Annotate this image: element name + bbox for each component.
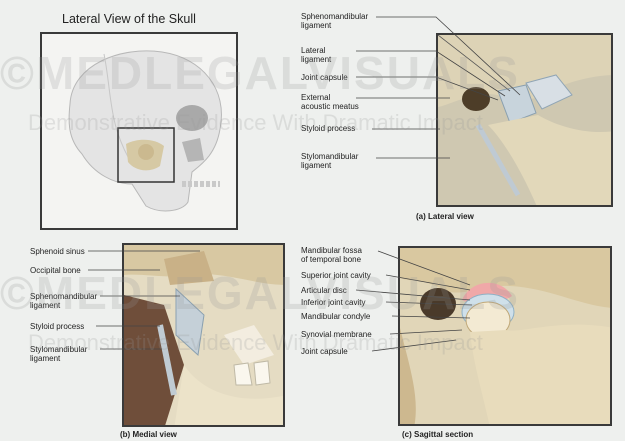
panel-a-illustration	[438, 35, 613, 207]
panel-c-frame	[398, 246, 612, 426]
panel-b-frame	[122, 243, 285, 427]
panel-c-caption: (c) Sagittal section	[402, 430, 473, 439]
label-stylomandibular-ligament-a: Stylomandibular ligament	[301, 152, 358, 170]
label-synovial-membrane-c: Synovial membrane	[301, 330, 372, 339]
label-inferior-joint-cavity-c: Inferior joint cavity	[301, 298, 365, 307]
panel-a-frame	[436, 33, 613, 207]
label-sphenoid-sinus-b: Sphenoid sinus	[30, 247, 85, 256]
label-joint-capsule-c: Joint capsule	[301, 347, 348, 356]
panel-b-caption: (b) Medial view	[120, 430, 177, 439]
panel-a-caption: (a) Lateral view	[416, 212, 474, 221]
label-styloid-process-b: Styloid process	[30, 322, 84, 331]
lateral-skull-title: Lateral View of the Skull	[62, 12, 196, 26]
label-external-acoustic-meatus-a: External acoustic meatus	[301, 93, 359, 111]
label-sphenomandibular-ligament-a: Sphenomandibular ligament	[301, 12, 368, 30]
panel-c-illustration	[400, 248, 612, 426]
label-superior-joint-cavity-c: Superior joint cavity	[301, 271, 371, 280]
lateral-skull-panel: Lateral View of the Skull	[40, 12, 238, 232]
label-sphenomandibular-ligament-b: Sphenomandibular ligament	[30, 292, 97, 310]
label-occipital-bone-b: Occipital bone	[30, 266, 81, 275]
label-mandibular-condyle-c: Mandibular condyle	[301, 312, 370, 321]
lateral-skull-frame	[40, 32, 238, 230]
skull-illustration	[42, 34, 238, 230]
label-styloid-process-a: Styloid process	[301, 124, 355, 133]
label-stylomandibular-ligament-b: Stylomandibular ligament	[30, 345, 87, 363]
label-lateral-ligament-a: Lateral ligament	[301, 46, 331, 64]
label-joint-capsule-a: Joint capsule	[301, 73, 348, 82]
panel-b-illustration	[124, 245, 285, 427]
label-articular-disc-c: Articular disc	[301, 286, 347, 295]
label-mandibular-fossa-c: Mandibular fossa of temporal bone	[301, 246, 362, 264]
